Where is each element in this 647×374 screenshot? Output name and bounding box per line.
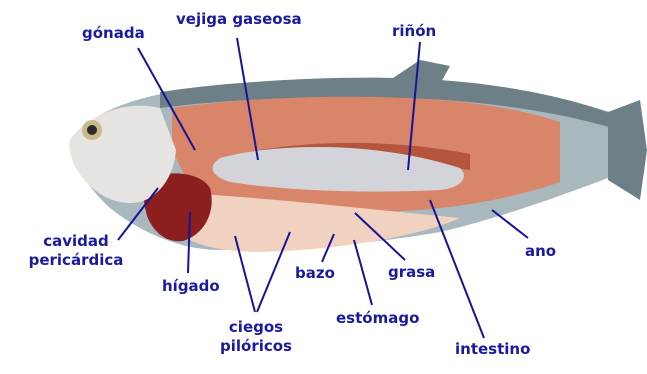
- label-ciegos-line2: pilóricos: [210, 337, 302, 356]
- label-cavidad-line1: cavidad: [18, 232, 134, 251]
- label-gonada: gónada: [82, 24, 145, 43]
- label-vejiga-gaseosa: vejiga gaseosa: [176, 10, 302, 29]
- label-ciegos-line1: ciegos: [210, 318, 302, 337]
- fish-pupil: [87, 125, 97, 135]
- label-higado: hígado: [162, 277, 220, 296]
- label-cavidad-line2: pericárdica: [18, 251, 134, 270]
- label-rinon: riñón: [392, 22, 436, 41]
- label-ciegos-piloricos: ciegos pilóricos: [210, 318, 302, 356]
- leader-estomago: [354, 240, 372, 305]
- dorsal-fin: [390, 60, 450, 84]
- label-bazo: bazo: [295, 264, 335, 283]
- tail-fin: [608, 100, 647, 200]
- label-estomago: estómago: [336, 309, 419, 328]
- label-ano: ano: [525, 242, 556, 261]
- label-cavidad-pericardica: cavidad pericárdica: [18, 232, 134, 270]
- fish-head: [69, 106, 176, 203]
- label-grasa: grasa: [388, 263, 435, 282]
- leader-ano: [492, 210, 528, 238]
- label-intestino: intestino: [455, 340, 530, 359]
